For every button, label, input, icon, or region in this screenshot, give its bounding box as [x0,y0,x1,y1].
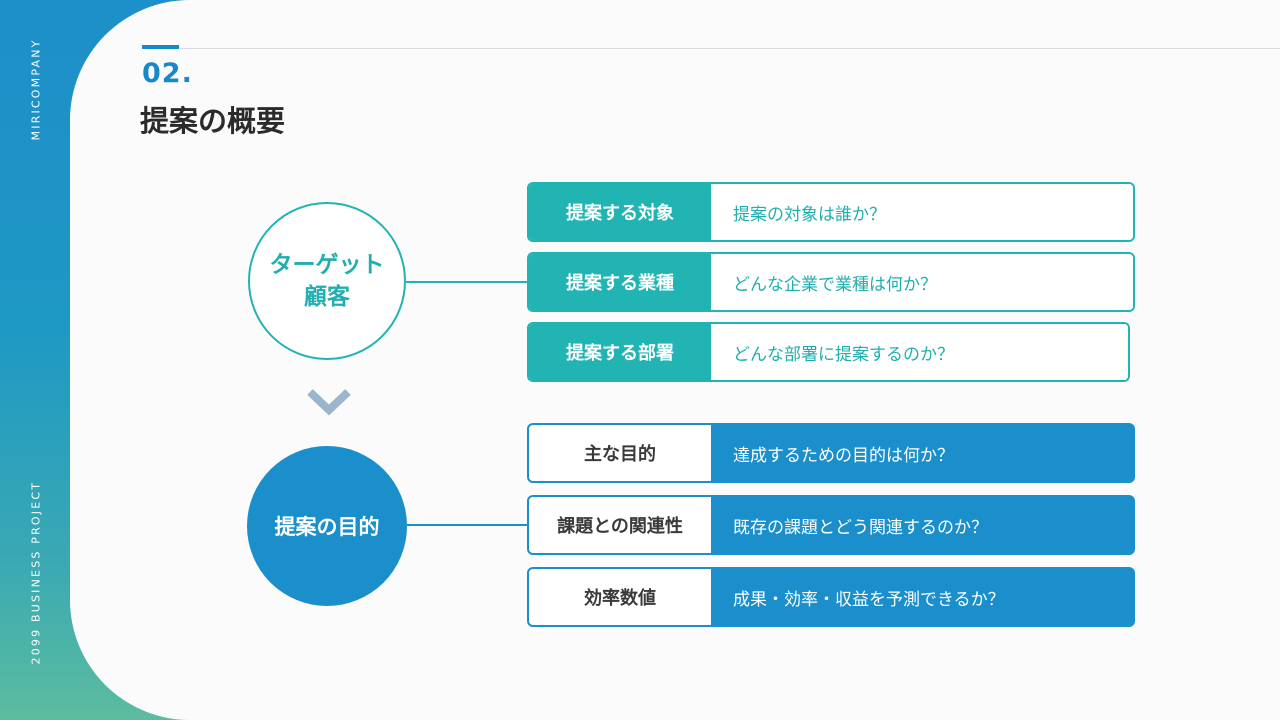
target-connector [406,281,528,283]
target-row-label: 提案する対象 [529,184,711,240]
purpose-circle: 提案の目的 [247,446,407,606]
target-circle: ターゲット 顧客 [248,202,406,360]
target-circle-line2: 顧客 [304,284,350,310]
header-rule [180,48,1280,49]
purpose-row-text: 達成するための目的は何か？ [711,425,1133,481]
target-row-text: どんな部署に提案するのか？ [711,324,1128,380]
purpose-row-label: 主な目的 [529,425,711,481]
target-row-text: 提案の対象は誰か？ [711,184,1133,240]
target-circle-line1: ターゲット [269,252,385,278]
side-brand-label: MIRICOMPANY [29,38,43,141]
purpose-row: 課題との関連性 既存の課題とどう関連するのか？ [527,495,1135,555]
purpose-row: 主な目的 達成するための目的は何か？ [527,423,1135,483]
page-title: 提案の概要 [140,104,286,138]
target-row-label: 提案する部署 [529,324,711,380]
purpose-row-label: 課題との関連性 [529,497,711,553]
target-row-text: どんな企業で業種は何か？ [711,254,1133,310]
target-row: 提案する業種 どんな企業で業種は何か？ [527,252,1135,312]
target-row: 提案する部署 どんな部署に提案するのか？ [527,322,1130,382]
target-row: 提案する対象 提案の対象は誰か？ [527,182,1135,242]
side-project-label: 2099 BUSINESS PROJECT [29,480,43,665]
chevron-down-icon [307,389,351,416]
purpose-row: 効率数値 成果・効率・収益を予測できるか？ [527,567,1135,627]
purpose-row-label: 効率数値 [529,569,711,625]
purpose-circle-label: 提案の目的 [274,515,380,539]
purpose-row-text: 既存の課題とどう関連するのか？ [711,497,1133,553]
section-number: 02. [142,58,193,89]
header-accent-bar [142,45,179,49]
purpose-connector [407,524,529,526]
purpose-row-text: 成果・効率・収益を予測できるか？ [711,569,1133,625]
target-row-label: 提案する業種 [529,254,711,310]
